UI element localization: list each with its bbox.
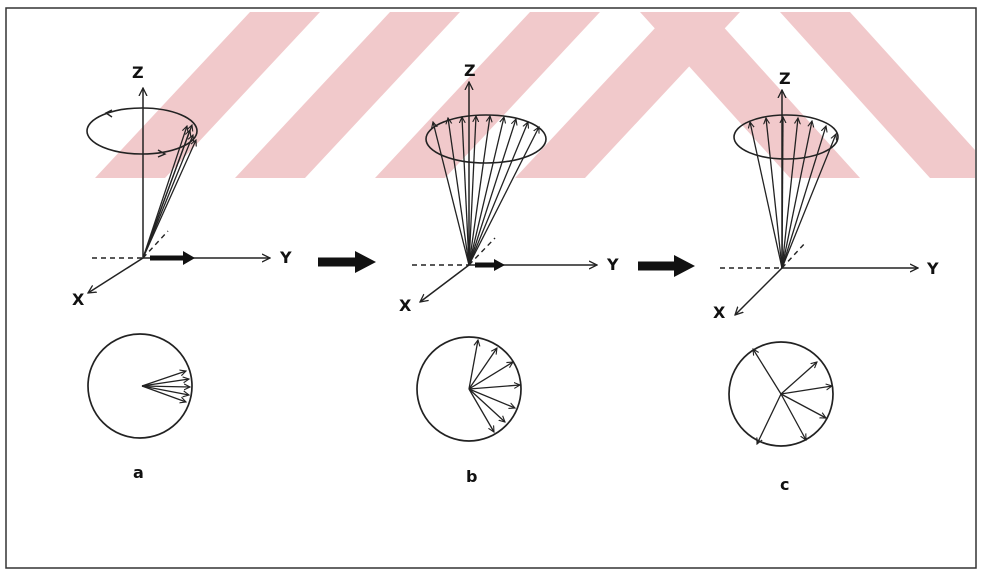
spin-vector-b-3	[462, 117, 470, 266]
spin-vectors-a	[142, 125, 196, 259]
spin-vector-c-7	[781, 134, 836, 269]
precession-orbit-a	[86, 107, 198, 155]
watermark-chevron-6	[780, 12, 975, 178]
top-vector-a-4	[141, 385, 189, 395]
caption-c: c	[780, 475, 789, 494]
figure-frame	[5, 7, 977, 569]
spin-vector-a-1	[142, 126, 187, 259]
spin-vector-a-4	[142, 140, 196, 259]
precession-cone-c	[733, 114, 839, 269]
spin-vectors-b	[433, 116, 540, 266]
top-view-c	[728, 341, 834, 447]
top-vector-b-4	[468, 385, 520, 390]
z-label-a: Z	[132, 63, 144, 82]
spin-vector-c-1	[750, 122, 783, 269]
spin-vectors-c	[750, 117, 836, 269]
caption-a: a	[133, 463, 144, 482]
spin-vector-b-9	[468, 127, 540, 266]
spin-vector-b-5	[468, 116, 490, 266]
top-vector-b-5	[468, 388, 515, 408]
top-view-b	[416, 336, 522, 442]
spin-vector-a-5	[142, 125, 192, 259]
spin-vector-b-4	[468, 116, 476, 266]
field-arrowhead-a	[183, 251, 195, 265]
y-label-a: Y	[279, 248, 292, 267]
caption-b: b	[466, 467, 477, 486]
top-vector-c-3	[780, 362, 817, 395]
spin-vector-c-4	[781, 118, 798, 269]
watermark-chevron-3	[375, 12, 600, 178]
orbit-arrow-a2	[157, 149, 167, 158]
watermark-chevron-1	[95, 12, 320, 178]
top-view-vectors-c	[753, 349, 832, 444]
axes-b	[412, 82, 597, 302]
orbit-arrow-a1	[104, 109, 113, 118]
precession-cone-a	[86, 107, 198, 259]
top-vector-b-2	[468, 348, 497, 390]
top-view-circle-c	[728, 341, 834, 447]
x-label-c: X	[713, 303, 726, 322]
field-arrowhead-b	[494, 259, 505, 271]
transition-arrow-2	[638, 255, 695, 277]
x-label-a: X	[72, 290, 85, 309]
top-vector-b-1	[468, 340, 478, 390]
spin-vector-c-3	[782, 117, 783, 269]
x-label-b: X	[399, 296, 412, 315]
spin-vector-c-2	[766, 118, 783, 269]
transition-arrow-1	[318, 251, 376, 273]
top-vector-a-1	[141, 371, 186, 387]
x-axis-b	[420, 264, 470, 302]
panel-c: Z Y X c	[713, 69, 939, 494]
top-vector-b-6	[468, 388, 505, 422]
top-vector-a-3	[141, 386, 190, 387]
spin-vector-a-3	[142, 135, 193, 259]
axes-a	[88, 88, 270, 293]
top-vector-c-2	[757, 393, 782, 444]
spin-vector-b-2	[448, 118, 470, 266]
y-label-c: Y	[926, 259, 939, 278]
z-label-b: Z	[464, 61, 476, 80]
negative-x-axis-c	[781, 241, 807, 269]
top-vector-a-5	[141, 385, 186, 402]
top-vector-b-7	[468, 388, 494, 432]
top-vector-c-5	[780, 393, 826, 418]
watermark-chevron-2	[235, 12, 460, 178]
precession-orbit-c	[733, 114, 839, 160]
spin-vector-b-1	[433, 122, 470, 266]
watermark-chevron-5	[640, 12, 860, 178]
top-view-circle-b	[416, 336, 522, 442]
x-axis-c	[735, 267, 783, 315]
top-vector-c-4	[780, 386, 832, 395]
spin-vector-b-6	[468, 117, 504, 266]
y-label-b: Y	[606, 255, 619, 274]
top-vector-a-2	[141, 379, 189, 387]
x-axis-a	[88, 257, 144, 293]
spin-vector-b-8	[468, 122, 528, 266]
watermark-background	[95, 12, 975, 178]
top-view-a	[87, 333, 193, 439]
spin-vector-c-6	[781, 126, 826, 269]
negative-x-axis-b	[468, 237, 496, 266]
top-vector-b-3	[468, 362, 513, 390]
top-vector-c-6	[780, 393, 806, 440]
panel-a: Z Y X a	[72, 63, 292, 482]
panel-b: Z Y X b	[399, 61, 619, 486]
top-view-vectors-b	[468, 340, 520, 432]
spin-vector-b-7	[468, 119, 516, 266]
z-label-c: Z	[779, 69, 791, 88]
precession-cone-b	[425, 114, 547, 266]
spin-vector-c-5	[781, 121, 812, 269]
negative-x-axis-a	[142, 230, 169, 259]
top-view-vectors-a	[141, 371, 190, 402]
top-view-circle-a	[87, 333, 193, 439]
top-vector-c-1	[753, 349, 782, 395]
